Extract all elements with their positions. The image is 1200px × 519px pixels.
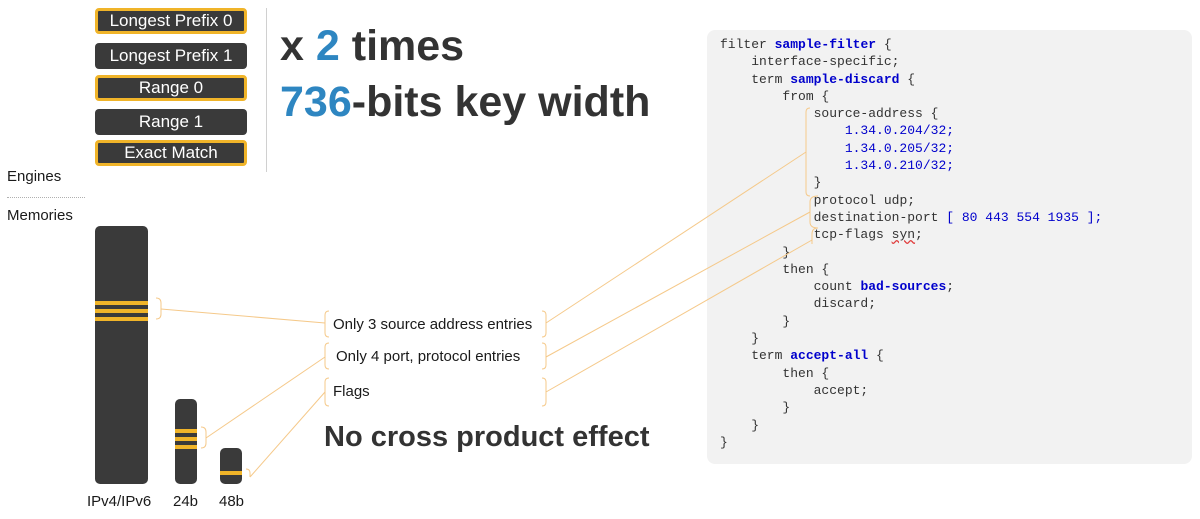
memories-label: Memories xyxy=(7,207,73,224)
callout-flags: Flags xyxy=(333,383,370,400)
callout-port-protocol: Only 4 port, protocol entries xyxy=(336,348,521,365)
engine-longest-prefix-0: Longest Prefix 0 xyxy=(95,8,247,34)
line-callout-3-to-code xyxy=(545,239,813,393)
headline-key-width: 736-bits key width xyxy=(280,78,651,126)
engines-divider xyxy=(266,8,267,172)
line-ipv4-to-callout-1 xyxy=(160,308,326,324)
filter-config-code: filter sample-filter { interface-specifi… xyxy=(720,37,1103,450)
bracket-callout-1-right xyxy=(541,310,547,338)
section-separator xyxy=(7,197,85,198)
line-48b-to-callout-3 xyxy=(249,391,326,478)
bracket-48b-stripe xyxy=(245,468,251,477)
line-callout-2-to-code xyxy=(545,211,811,358)
engine-longest-prefix-1: Longest Prefix 1 xyxy=(95,43,247,69)
conclusion-text: No cross product effect xyxy=(324,421,650,453)
line-24b-to-callout-2 xyxy=(205,356,326,439)
memory-24b xyxy=(175,399,197,484)
bracket-24b-stripes xyxy=(200,426,207,449)
engine-range-0: Range 0 xyxy=(95,75,247,101)
bracket-callout-2-right xyxy=(541,342,547,370)
bracket-code-tcp-flags xyxy=(811,227,819,244)
memory-label-48b: 48b xyxy=(219,493,245,510)
memory-label-24b: 24b xyxy=(173,493,199,510)
bracket-callout-3-left xyxy=(324,377,330,407)
memory-label-ipv4-ipv6: IPv4/IPv6 xyxy=(87,493,152,510)
engine-range-1: Range 1 xyxy=(95,109,247,135)
bracket-code-protocol-port xyxy=(809,195,819,229)
engine-exact-match: Exact Match xyxy=(95,140,247,166)
bracket-code-source-address xyxy=(805,107,811,197)
memory-48b xyxy=(220,448,242,484)
code-panel xyxy=(707,30,1192,464)
bracket-ipv4-stripes xyxy=(155,297,162,320)
memory-ipv4-ipv6 xyxy=(95,226,148,484)
line-callout-1-to-code xyxy=(545,151,807,324)
bracket-callout-1-left xyxy=(324,310,330,338)
bracket-callout-3-right xyxy=(541,377,547,407)
headline-times: x 2 times xyxy=(280,22,465,70)
callout-source-address: Only 3 source address entries xyxy=(333,316,533,333)
bracket-callout-2-left xyxy=(324,342,330,370)
engines-label: Engines xyxy=(7,168,62,185)
